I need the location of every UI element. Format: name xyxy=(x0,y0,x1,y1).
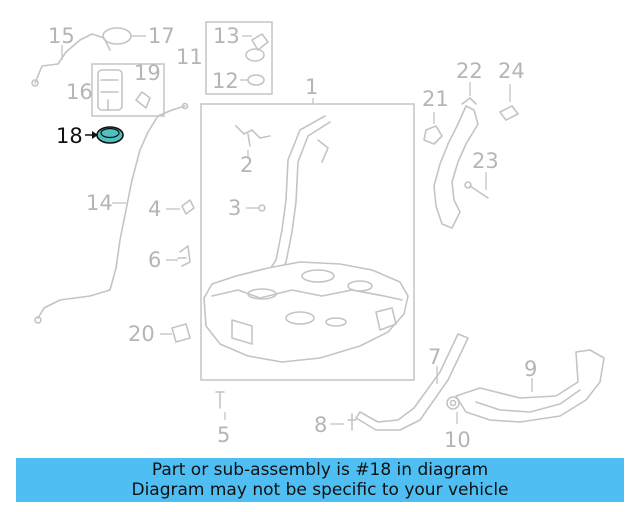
callout-1: 1 xyxy=(305,75,318,99)
part-16-pump-module xyxy=(97,69,123,111)
callout-22: 22 xyxy=(456,59,483,83)
callout-14: 14 xyxy=(86,191,113,215)
callout-12: 12 xyxy=(212,69,239,93)
part-11-box xyxy=(205,21,273,95)
part-12-grommet xyxy=(247,74,265,86)
part-22-filler-pipe xyxy=(433,97,479,229)
part-17-seal-ring xyxy=(102,27,132,45)
parts-diagram: 15 17 16 19 18 13 11 12 14 4 xyxy=(31,21,605,452)
part-9-heat-shield xyxy=(455,349,605,423)
callout-8: 8 xyxy=(314,413,327,437)
callout-17: 17 xyxy=(148,24,175,48)
part-14-fuel-line xyxy=(34,102,189,324)
info-banner: Part or sub-assembly is #18 in diagram D… xyxy=(16,458,624,502)
callout-4: 4 xyxy=(148,197,161,221)
part-15-fuel-line xyxy=(31,33,111,87)
part-18-seal xyxy=(96,126,124,144)
callout-2: 2 xyxy=(240,153,253,177)
part-23-bolt xyxy=(464,181,489,199)
part-8-bolt xyxy=(347,413,357,431)
part-19-sender xyxy=(135,91,151,109)
callout-5: 5 xyxy=(217,423,230,447)
callout-3: 3 xyxy=(228,196,241,220)
leader-18-arrow xyxy=(92,131,98,139)
callout-10: 10 xyxy=(444,428,471,452)
callout-23: 23 xyxy=(472,149,499,173)
callout-11: 11 xyxy=(176,45,203,69)
part-16-box xyxy=(91,63,165,117)
fuel-filler-neck xyxy=(267,115,331,277)
part-4-clip xyxy=(181,199,195,215)
part-7-strap xyxy=(355,333,469,431)
callout-19: 19 xyxy=(134,61,161,85)
part-20-connector xyxy=(171,323,191,343)
part-24-clip xyxy=(499,105,519,121)
fuel-tank xyxy=(203,261,409,363)
part-13-cap xyxy=(245,33,269,62)
callout-21: 21 xyxy=(422,87,449,111)
callout-16: 16 xyxy=(66,80,93,104)
callout-18: 18 xyxy=(56,124,83,148)
callout-15: 15 xyxy=(48,24,75,48)
callout-20: 20 xyxy=(128,322,155,346)
callout-7: 7 xyxy=(428,345,441,369)
banner-line-1: Part or sub-assembly is #18 in diagram xyxy=(151,460,489,480)
banner-line-2: Diagram may not be specific to your vehi… xyxy=(131,480,509,500)
part-1-box xyxy=(200,103,415,381)
callout-6: 6 xyxy=(148,248,161,272)
part-2-vent-hose xyxy=(235,125,271,147)
part-5-bolt xyxy=(215,391,225,409)
part-6-bracket xyxy=(177,245,191,267)
part-10-nut xyxy=(446,396,460,410)
part-3-bolt xyxy=(258,204,266,212)
callout-13: 13 xyxy=(213,24,240,48)
callout-9: 9 xyxy=(524,357,537,381)
part-21-valve xyxy=(423,125,443,145)
callout-24: 24 xyxy=(498,59,525,83)
